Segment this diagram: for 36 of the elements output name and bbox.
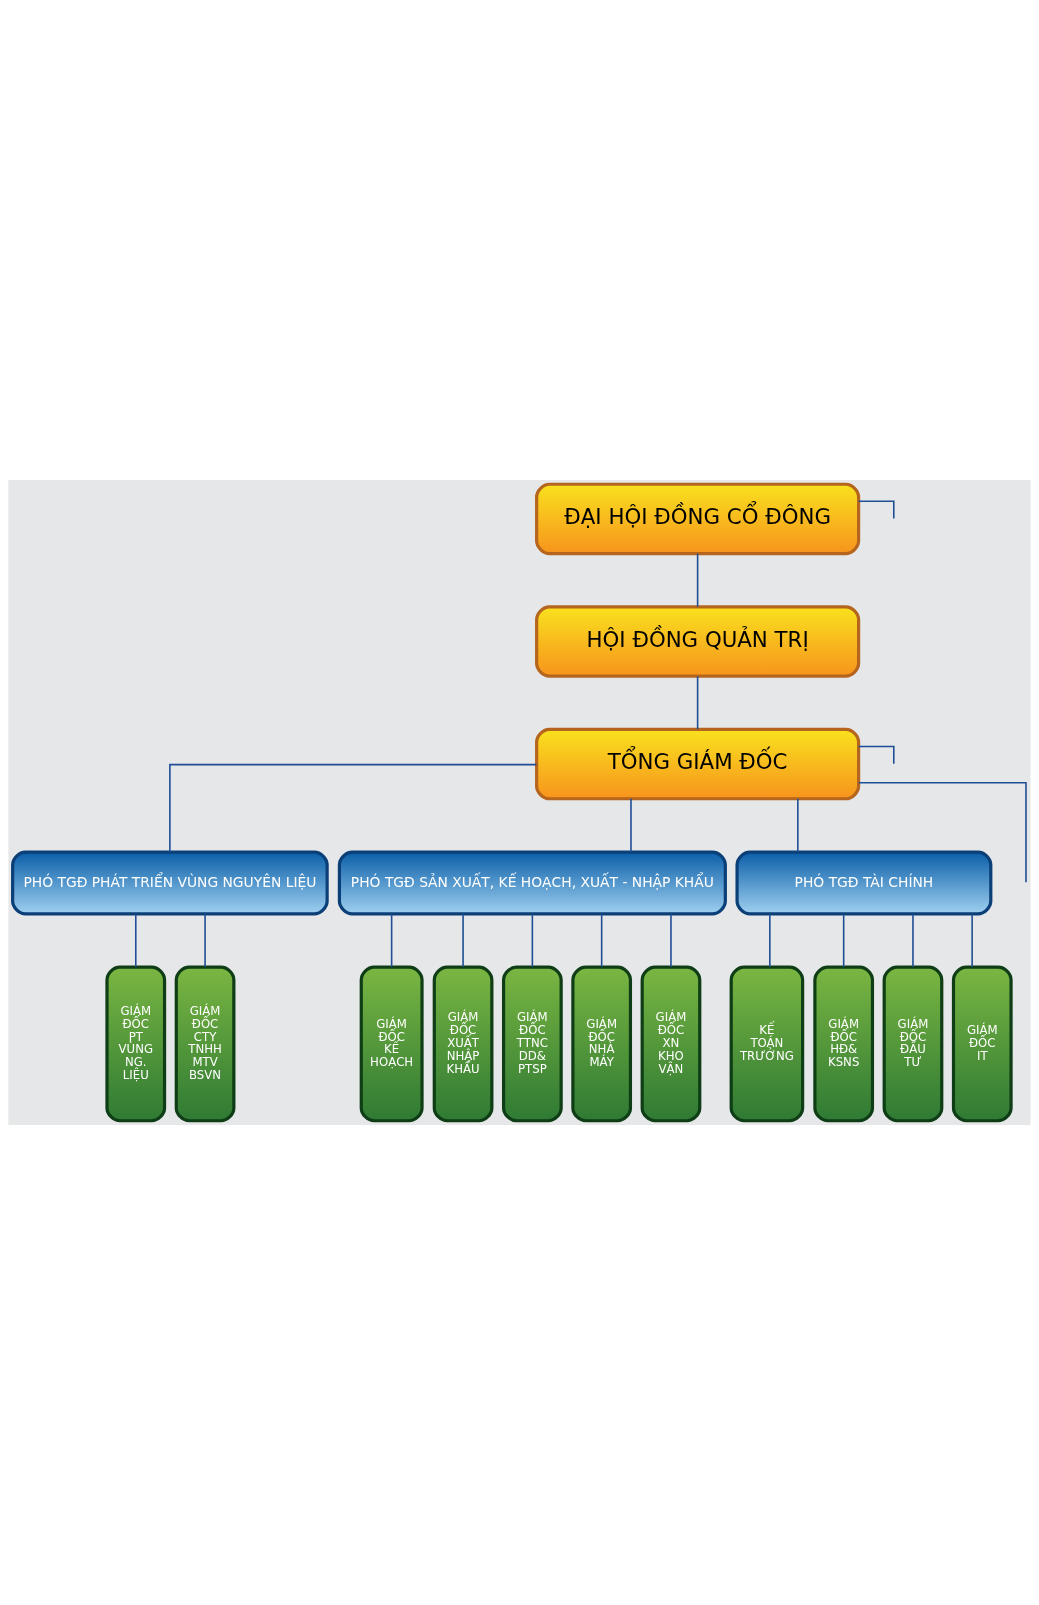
node-box: GIÁM ĐỐC TTNC DD& PTSP xyxy=(501,965,563,1123)
node-box: GIÁM ĐỐC IT xyxy=(951,965,1013,1123)
node-box: PHÓ TGĐ TÀI CHÍNH xyxy=(735,850,993,916)
node-box: GIÁM ĐỐC XUẤT NHẬP KHẨU xyxy=(432,965,494,1123)
node-box: TỔNG GIÁM ĐỐC xyxy=(535,727,861,801)
node-box: GIÁM ĐỐC CTY TNHH MTV BSVN xyxy=(174,965,236,1123)
connector xyxy=(769,913,771,968)
connector xyxy=(600,913,603,968)
node-box: GIÁM ĐỐC KẾ HOẠCH xyxy=(359,965,424,1123)
connector xyxy=(531,913,534,968)
connector xyxy=(857,745,895,765)
node-box: ĐẠI HỘI ĐỒNG CỔ ĐÔNG xyxy=(535,482,861,556)
connector xyxy=(797,798,799,853)
connector xyxy=(390,913,393,968)
connector xyxy=(971,913,973,968)
connector xyxy=(842,913,845,968)
node-box: KẾ TOÁN TRƯỞNG xyxy=(729,965,805,1123)
node-box: GIÁM ĐỐC XN KHO VẬN xyxy=(640,965,702,1123)
connector xyxy=(169,763,538,853)
connector xyxy=(134,913,137,968)
connector xyxy=(670,913,672,968)
node-box: GIÁM ĐỐC NHÀ MÁY xyxy=(571,965,633,1123)
connector xyxy=(857,500,895,520)
connector xyxy=(696,552,699,608)
node-box: GIÁM ĐỐC ĐẦU TƯ xyxy=(882,965,944,1123)
node-box: HỘI ĐỒNG QUẢN TRỊ xyxy=(535,605,861,678)
connector xyxy=(696,675,699,731)
connector xyxy=(204,913,206,968)
connector xyxy=(912,913,914,968)
node-box: PHÓ TGĐ PHÁT TRIỂN VÙNG NGUYÊN LIỆU xyxy=(11,850,329,916)
node-box: GIÁM ĐỐC HĐ& KSNS xyxy=(813,965,875,1123)
connector xyxy=(462,913,464,968)
node-box: PHÓ TGĐ SẢN XUẤT, KẾ HOẠCH, XUẤT - NHẬP KHẨU xyxy=(337,850,727,916)
connector xyxy=(630,798,632,853)
node-box: GIÁM ĐỐC PT VÙNG NG. LIỆU xyxy=(105,965,167,1123)
connector xyxy=(858,782,1027,884)
